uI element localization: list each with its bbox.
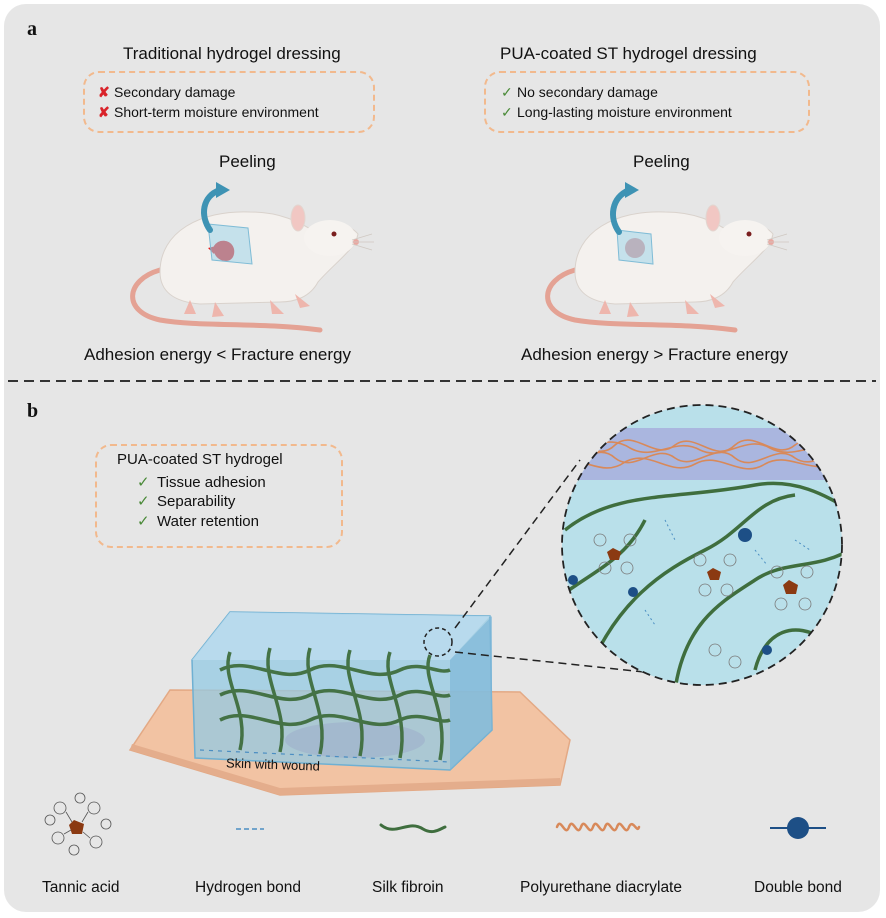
tannic-acid-icon bbox=[44, 792, 112, 856]
pua-points-box bbox=[484, 71, 810, 133]
feature-item-2: ✓Separability bbox=[137, 493, 236, 510]
feature-item-3: ✓Water retention bbox=[137, 513, 259, 530]
hydrogen-bond-icon bbox=[236, 828, 264, 830]
pua-point-2: ✓Long-lasting moisture environment bbox=[501, 104, 732, 120]
feature-item-1: ✓Tissue adhesion bbox=[137, 474, 266, 491]
energy-comparison-left: Adhesion energy < Fracture energy bbox=[84, 345, 351, 364]
check-icon: ✓ bbox=[137, 513, 150, 530]
silk-fibroin-icon bbox=[379, 823, 447, 834]
traditional-point-1: ✘Secondary damage bbox=[98, 84, 236, 100]
check-icon: ✓ bbox=[501, 84, 513, 100]
legend-label-tannic-acid: Tannic acid bbox=[42, 879, 120, 896]
legend-label-hydrogen-bond: Hydrogen bond bbox=[195, 879, 301, 896]
pua-dressing-title: PUA-coated ST hydrogel dressing bbox=[500, 44, 757, 63]
cross-icon: ✘ bbox=[98, 84, 110, 100]
molecular-zoom-circle bbox=[561, 404, 843, 686]
panel-b-letter: b bbox=[27, 400, 39, 422]
features-box-title: PUA-coated ST hydrogel bbox=[117, 451, 283, 468]
legend-label-double-bond: Double bond bbox=[754, 879, 842, 896]
check-icon: ✓ bbox=[501, 104, 513, 120]
legend-label-silk-fibroin: Silk fibroin bbox=[372, 879, 444, 896]
rat-illustration-right bbox=[545, 182, 789, 333]
check-icon: ✓ bbox=[137, 493, 150, 510]
traditional-points-box bbox=[83, 71, 375, 133]
hydrogel-on-skin-illustration bbox=[128, 611, 571, 796]
peeling-label-right: Peeling bbox=[633, 152, 690, 171]
cross-icon: ✘ bbox=[98, 104, 110, 120]
section-divider bbox=[8, 380, 876, 382]
rat-illustration-left bbox=[130, 182, 374, 333]
double-bond-icon bbox=[770, 817, 826, 839]
pua-point-1: ✓No secondary damage bbox=[501, 84, 658, 100]
energy-comparison-right: Adhesion energy > Fracture energy bbox=[521, 345, 788, 364]
features-box bbox=[95, 444, 343, 548]
legend-label-polyurethane-diacrylate: Polyurethane diacrylate bbox=[520, 879, 682, 896]
polyurethane-diacrylate-icon bbox=[555, 822, 641, 832]
traditional-point-2: ✘Short-term moisture environment bbox=[98, 104, 319, 120]
traditional-dressing-title: Traditional hydrogel dressing bbox=[123, 44, 341, 63]
panel-a-letter: a bbox=[27, 18, 37, 40]
check-icon: ✓ bbox=[137, 474, 150, 491]
peeling-label-left: Peeling bbox=[219, 152, 276, 171]
